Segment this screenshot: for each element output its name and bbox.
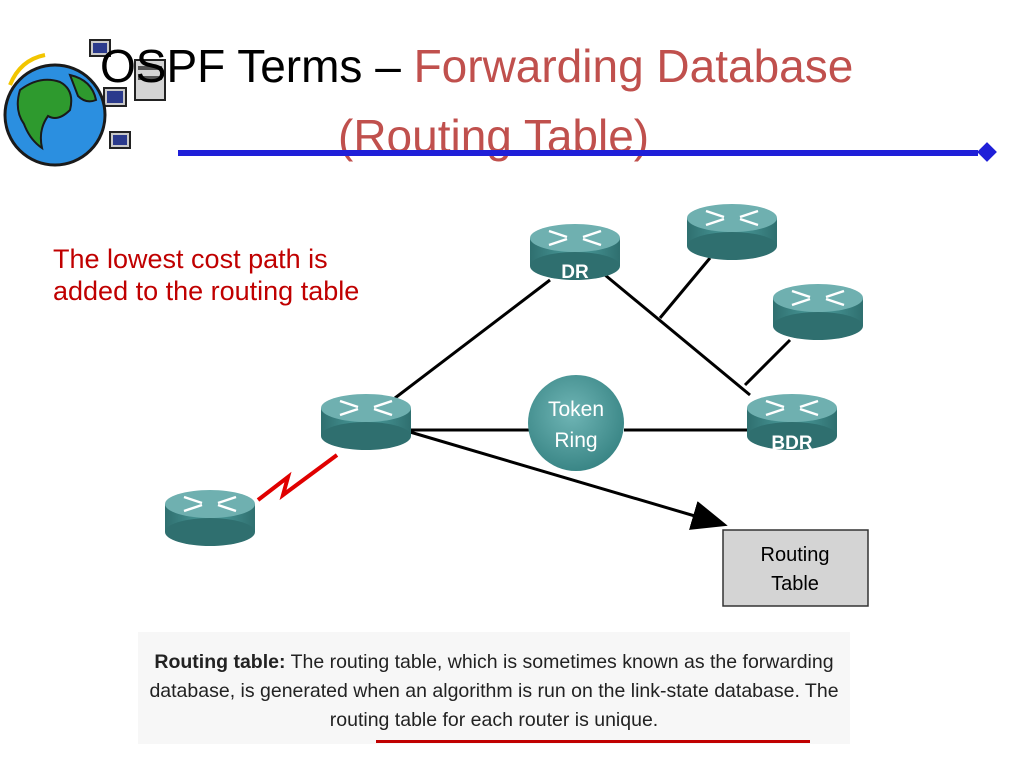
caption-term: Routing table: — [154, 651, 286, 673]
token-ring-icon: Token Ring — [528, 375, 624, 471]
routing-table-box: Routing Table — [722, 529, 869, 607]
title-prefix: OSPF Terms – — [100, 40, 414, 92]
router-icon-mid-right — [773, 284, 863, 340]
note-line-2: added to the routing table — [53, 276, 360, 306]
caption-body: The routing table, which is sometimes kn… — [149, 651, 839, 731]
title-highlight: Forwarding Database — [413, 40, 854, 92]
token-ring-label-2: Ring — [554, 429, 597, 452]
router-icon-bdr: BDR — [747, 394, 837, 454]
link-left-routing-table — [409, 430, 728, 530]
network-links — [394, 257, 792, 530]
link-bdr-mid-right — [743, 338, 792, 387]
link-left-dr — [394, 278, 551, 400]
link-dr-bus-to-top-right — [658, 257, 712, 319]
caption-text: Routing table: The routing table, which … — [146, 648, 842, 735]
token-ring-label-1: Token — [548, 398, 604, 421]
router-icon-remote — [165, 490, 255, 546]
router-icon-top-right — [687, 204, 777, 260]
lowest-cost-note: The lowest cost path is added to the rou… — [53, 243, 359, 307]
monitor-icon — [89, 39, 166, 149]
definition-caption: Routing table: The routing table, which … — [138, 632, 850, 744]
title-rule — [178, 150, 978, 156]
caption-underline — [376, 740, 810, 743]
note-line-1: The lowest cost path is — [53, 244, 328, 274]
routing-table-label-1: Routing — [761, 544, 830, 566]
globe-computers-icon — [3, 39, 166, 167]
router-icon-left — [321, 394, 411, 450]
bdr-label: BDR — [771, 433, 812, 454]
serial-link — [256, 453, 339, 502]
link-dr-bdr — [604, 273, 751, 397]
slide-title: OSPF Terms – Forwarding Database — [100, 38, 853, 94]
dr-label: DR — [561, 262, 589, 283]
router-icon-dr: DR — [530, 224, 620, 283]
routing-table-label-2: Table — [771, 573, 819, 595]
